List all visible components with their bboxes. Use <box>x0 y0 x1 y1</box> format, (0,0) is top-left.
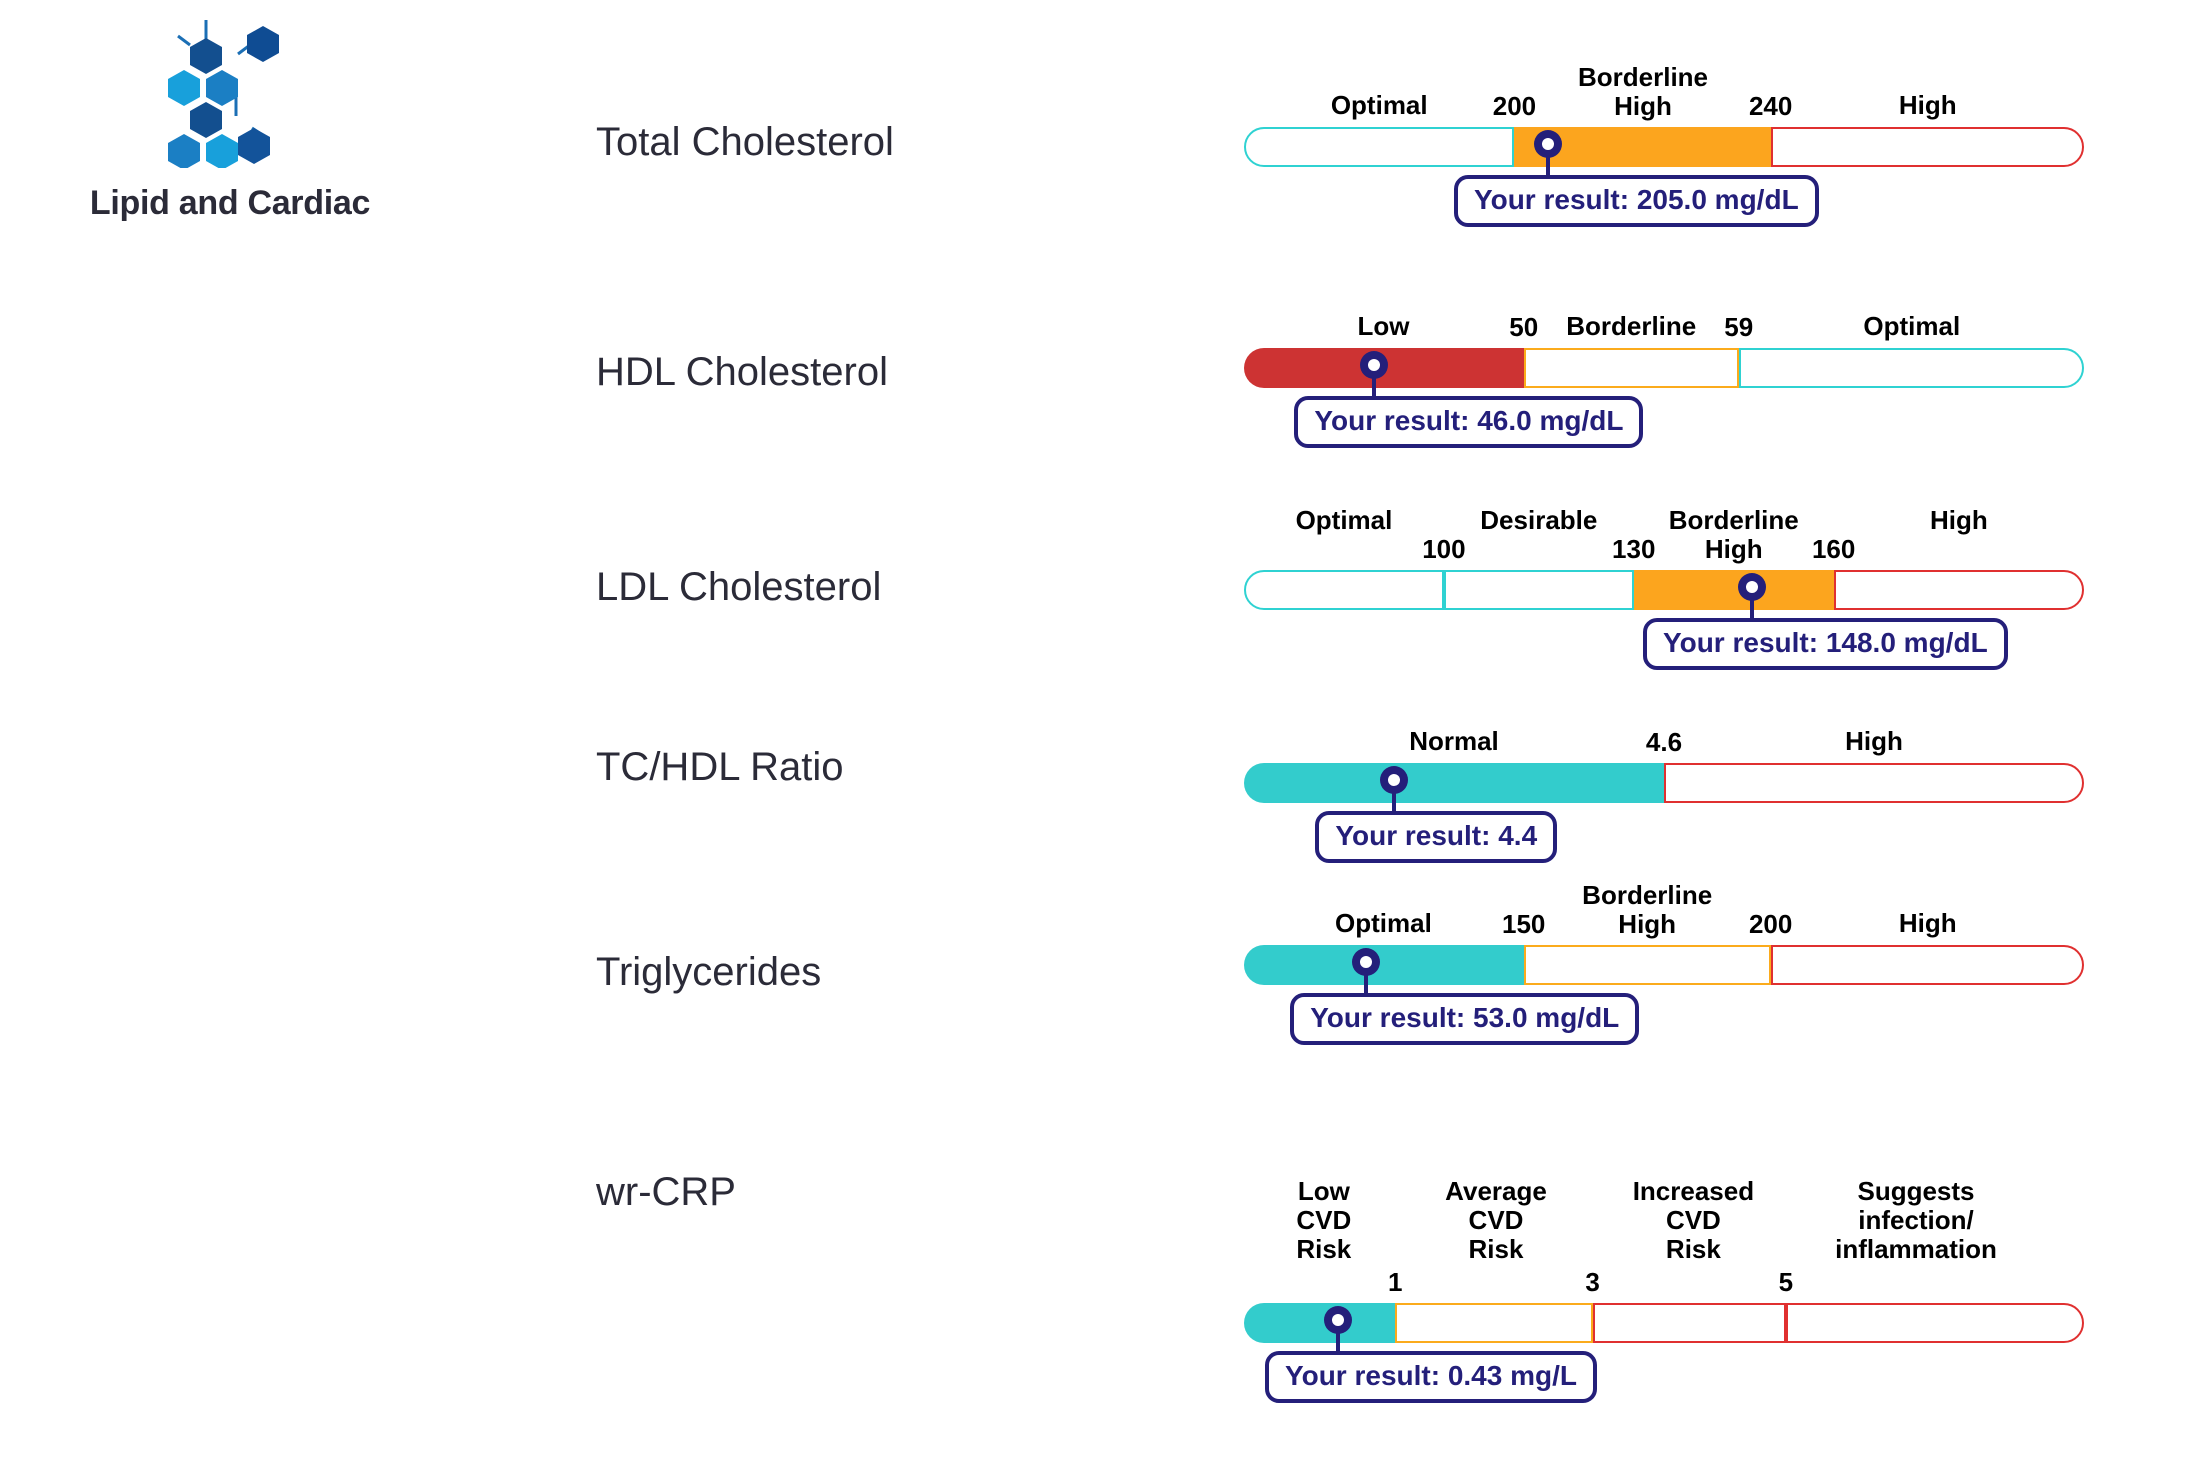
segment-label: Normal <box>1409 726 1499 756</box>
tick-label: 160 <box>1811 534 1856 564</box>
gauge-bar[interactable] <box>1244 1303 2084 1353</box>
result-badge: Your result: 205.0 mg/dL <box>1454 175 1819 227</box>
test-name: TC/HDL Ratio <box>596 745 844 789</box>
gauge-segment <box>1244 570 1444 610</box>
gauge-segment <box>1633 570 1834 610</box>
marker-stem <box>1391 791 1396 813</box>
tick-label: 200 <box>1492 91 1537 121</box>
tick-label: 240 <box>1748 91 1793 121</box>
gauge-segment <box>1443 570 1634 610</box>
tick-label: 50 <box>1509 312 1539 342</box>
gauge-segment <box>1523 348 1739 388</box>
segment-label: High <box>1898 908 1957 938</box>
gauge-bar[interactable] <box>1244 945 2084 995</box>
tick-label: 1 <box>1387 1267 1403 1297</box>
gauge-bar[interactable] <box>1244 570 2084 620</box>
result-marker[interactable] <box>1534 130 1563 158</box>
gauge-bar[interactable] <box>1244 348 2084 398</box>
segment-label: Low <box>1357 311 1410 341</box>
gauge-segment <box>1738 348 2084 388</box>
tick-label: 100 <box>1422 534 1466 564</box>
gauge-bar[interactable] <box>1244 763 2084 813</box>
gauge-segment <box>1395 1303 1593 1343</box>
gauge-segment <box>1833 570 2084 610</box>
gauge-segment <box>1244 127 1515 167</box>
panel-header: Lipid and Cardiac <box>60 18 440 223</box>
gauge-segment <box>1770 127 2084 167</box>
segment-label: Borderline High <box>1668 505 1799 565</box>
segment-label: Borderline High <box>1582 880 1713 940</box>
result-marker[interactable] <box>1360 351 1389 379</box>
test-name: Triglycerides <box>596 950 822 994</box>
gauge-bar[interactable] <box>1244 127 2084 177</box>
test-name: HDL Cholesterol <box>596 350 888 394</box>
range-gauge: Low CVD Risk Average CVD Risk Increased CV… <box>1244 1176 2084 1403</box>
gauge-segment <box>1664 763 2084 803</box>
segment-label: Optimal <box>1330 90 1428 120</box>
page-title: Lipid and Cardiac <box>89 184 371 222</box>
test-name: wr-CRP <box>596 1170 736 1214</box>
segment-label: Borderline High <box>1577 62 1709 122</box>
gauge-segment <box>1770 945 2084 985</box>
result-badge: Your result: 46.0 mg/dL <box>1294 396 1644 448</box>
marker-stem <box>1336 1331 1341 1353</box>
segment-label: High <box>1845 726 1903 756</box>
result-marker[interactable] <box>1351 948 1380 976</box>
tick-label: 200 <box>1748 909 1793 939</box>
marker-stem <box>1363 973 1368 995</box>
segment-label: Suggests infection/ inflammation <box>1835 1176 1997 1265</box>
result-badge: Your result: 53.0 mg/dL <box>1290 993 1640 1045</box>
segment-label: Average CVD Risk <box>1445 1176 1547 1265</box>
gauge-segment <box>1244 1303 1396 1343</box>
segment-label: Borderline <box>1566 311 1697 341</box>
segment-label: Optimal <box>1295 505 1393 535</box>
tick-label: 150 <box>1502 909 1546 939</box>
range-gauge: Optimal Desirable Borderline High High 100 13… <box>1244 505 2084 670</box>
segment-label: Desirable <box>1480 505 1598 535</box>
marker-stem <box>1750 598 1755 620</box>
result-badge: Your result: 4.4 <box>1315 811 1558 863</box>
result-badge: Your result: 148.0 mg/dL <box>1643 618 2008 670</box>
result-marker[interactable] <box>1738 573 1767 601</box>
gauge-segment <box>1592 1303 1786 1343</box>
test-name: Total Cholesterol <box>596 120 894 164</box>
marker-stem <box>1546 155 1551 177</box>
tick-label: 130 <box>1612 534 1656 564</box>
tick-label: 5 <box>1778 1267 1794 1297</box>
tick-label: 3 <box>1585 1267 1600 1297</box>
gauge-segment <box>1523 945 1771 985</box>
test-name: LDL Cholesterol <box>596 565 882 609</box>
segment-label: Optimal <box>1863 311 1961 341</box>
result-marker[interactable] <box>1324 1306 1353 1334</box>
result-marker[interactable] <box>1379 766 1408 794</box>
segment-label: Increased CVD Risk <box>1632 1176 1755 1265</box>
gauge-segment <box>1244 945 1524 985</box>
hexagon-molecule-icon <box>168 20 279 168</box>
marker-stem <box>1372 376 1377 398</box>
gauge-segment <box>1785 1303 2084 1343</box>
segment-label: High <box>1929 505 1988 535</box>
gauge-segment <box>1244 763 1664 803</box>
segment-label: Low CVD Risk <box>1296 1176 1352 1265</box>
segment-label: Optimal <box>1335 908 1432 938</box>
segment-label: High <box>1898 90 1957 120</box>
tick-label: 59 <box>1724 312 1754 342</box>
result-badge: Your result: 0.43 mg/L <box>1265 1351 1597 1403</box>
tick-label: 4.6 <box>1645 727 1683 757</box>
